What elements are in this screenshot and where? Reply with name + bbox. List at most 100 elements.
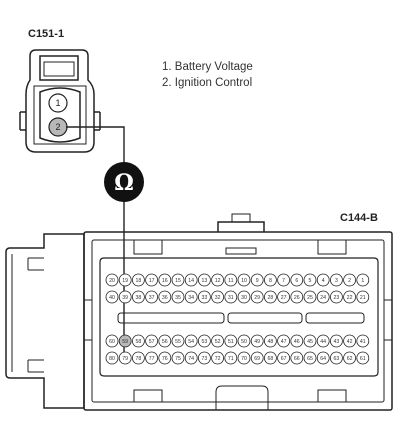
pin-61-label: 61 [360,356,366,362]
pin-70 [237,351,251,365]
pin-34 [184,290,198,304]
legend-item-2: 2. Ignition Control [162,77,252,89]
pin-50 [237,334,251,348]
pin-24 [316,290,330,304]
pin-48-label: 48 [268,339,274,345]
pin-16 [158,273,172,287]
pin-43-label: 43 [334,339,340,345]
pin-37 [145,290,159,304]
pin-62 [343,351,357,365]
connector-b-slots [117,312,365,324]
pin-12 [211,273,225,287]
pin-77-label: 77 [149,356,155,362]
pin-2-label: 2 [55,122,60,132]
pin-2 [343,273,357,287]
pin-21-label: 21 [360,295,366,301]
pin-39 [118,290,132,304]
pin-74-label: 74 [188,356,194,362]
pin-35-label: 35 [175,295,181,301]
pin-52-label: 52 [215,339,221,345]
pin-42 [343,334,357,348]
pin-65 [303,351,317,365]
pin-36 [158,290,172,304]
pin-59 [118,334,132,348]
pin-64-label: 64 [320,356,326,362]
pin-32 [211,290,225,304]
pin-26 [290,290,304,304]
pin-32-label: 32 [215,295,221,301]
pin-19-label: 19 [122,278,128,284]
pin-1 [48,93,68,113]
connector-a-label: C151-1 [28,28,64,40]
pin-29 [250,290,264,304]
pin-71-label: 71 [228,356,234,362]
pin-31 [224,290,238,304]
pin-1 [356,273,370,287]
pin-73 [197,351,211,365]
pin-67 [277,351,291,365]
pin-33 [197,290,211,304]
pin-15-label: 15 [175,278,181,284]
pin-8 [263,273,277,287]
pin-14-label: 14 [188,278,194,284]
pin-65-label: 65 [307,356,313,362]
pin-27 [277,290,291,304]
pin-7-label: 7 [282,278,285,284]
pin-10 [237,273,251,287]
pin-67-label: 67 [281,356,287,362]
pin-71 [224,351,238,365]
connector-b [5,213,393,411]
pin-14 [184,273,198,287]
connector-a [19,49,101,153]
pin-5 [303,273,317,287]
connector-a-pins: 1 2 [48,93,68,137]
pin-68 [263,351,277,365]
pin-58-label: 58 [136,339,142,345]
pin-34-label: 34 [188,295,194,301]
pin-37-label: 37 [149,295,155,301]
pin-80 [105,351,119,365]
pin-66 [290,351,304,365]
pin-38 [131,290,145,304]
pin-58 [131,334,145,348]
pin-19 [118,273,132,287]
pin-11 [224,273,238,287]
pin-46 [290,334,304,348]
pin-72-label: 72 [215,356,221,362]
pin-76-label: 76 [162,356,168,362]
pin-39-label: 39 [122,295,128,301]
pin-80-label: 80 [109,356,115,362]
pin-53-label: 53 [202,339,208,345]
pin-13 [197,273,211,287]
pin-27-label: 27 [281,295,287,301]
pin-73-label: 73 [202,356,208,362]
pin-75-label: 75 [175,356,181,362]
pin-78-label: 78 [136,356,142,362]
pin-17-label: 17 [149,278,155,284]
pin-43 [329,334,343,348]
pin-42-label: 42 [347,339,353,345]
pin-18-label: 18 [136,278,142,284]
pin-30-label: 30 [241,295,247,301]
pin-55-label: 55 [175,339,181,345]
pin-8-label: 8 [269,278,272,284]
pin-4 [316,273,330,287]
pin-11-label: 11 [228,278,233,284]
legend-item-1: 1. Battery Voltage [162,61,253,73]
pin-56 [158,334,172,348]
connector-b-label: C144-B [340,212,378,224]
pin-31-label: 31 [228,295,234,301]
pin-16-label: 16 [162,278,168,284]
pin-75 [171,351,185,365]
probe-wire [66,126,125,360]
pin-76 [158,351,172,365]
pin-12-label: 12 [215,278,221,284]
pin-56-label: 56 [162,339,168,345]
pin-6 [290,273,304,287]
pin-1-label: 1 [55,98,60,108]
pin-74 [184,351,198,365]
pin-6-label: 6 [295,278,298,284]
